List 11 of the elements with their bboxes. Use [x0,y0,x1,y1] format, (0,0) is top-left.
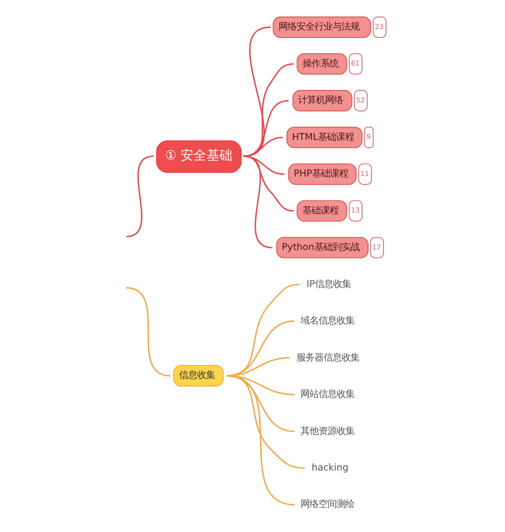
connector [243,156,272,248]
node-text: 网络空间测绘 [300,499,355,510]
connector [126,287,170,376]
connector [226,375,295,506]
node-text: 服务器信息收集 [296,352,360,364]
node-text: hacking [312,462,348,474]
connector [126,156,154,238]
node-text: IP信息收集 [306,278,351,290]
node-text: 其他资源收集 [300,426,355,437]
node-text: 域名信息收集 [300,316,355,327]
node-text: 网站信息收集 [300,389,355,400]
